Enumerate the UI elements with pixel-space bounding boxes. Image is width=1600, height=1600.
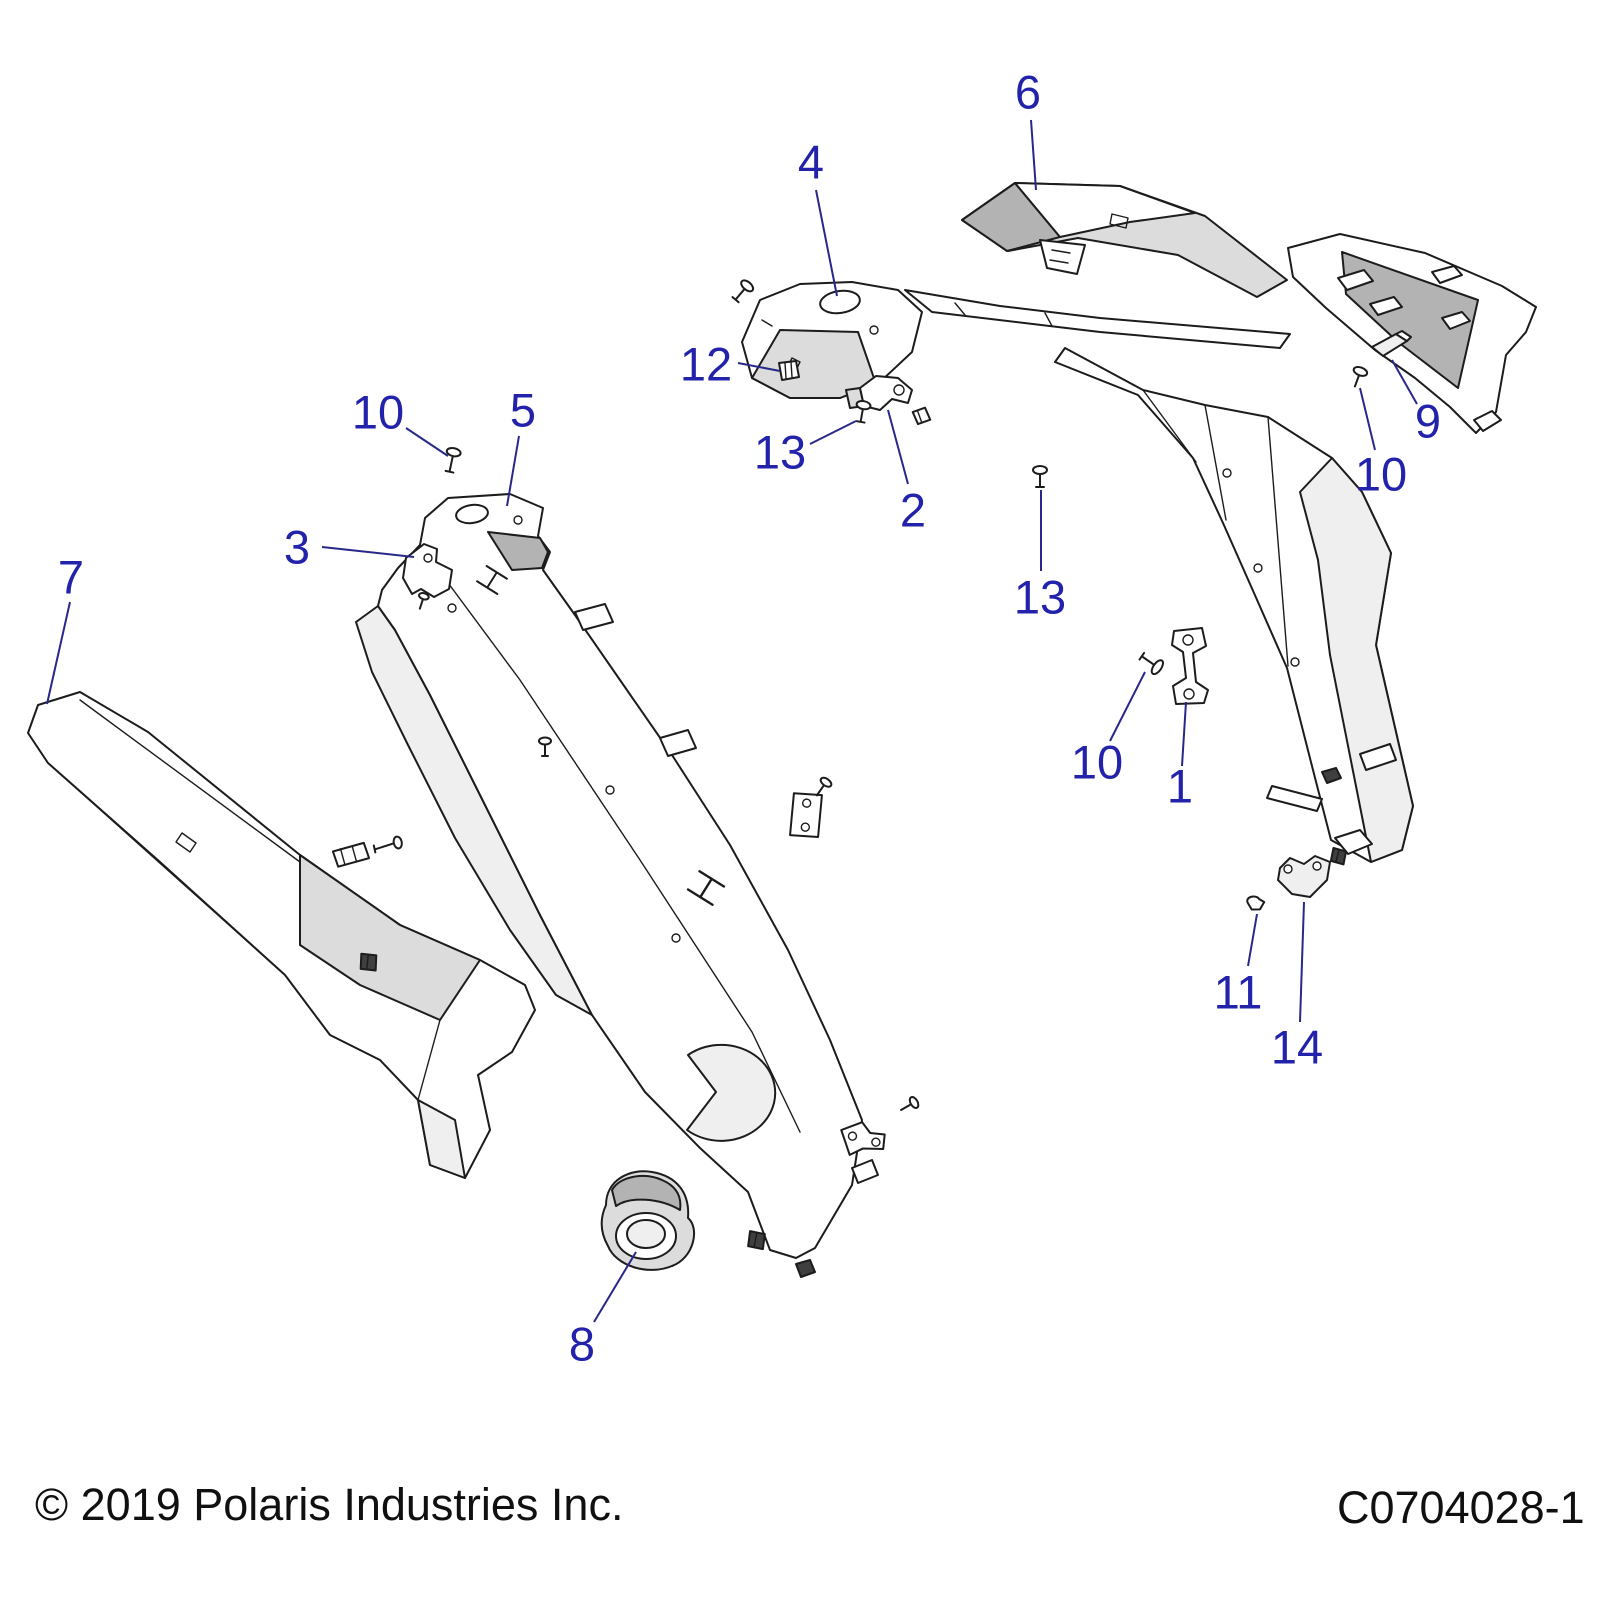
- callout-label-2: 2: [900, 484, 926, 537]
- callout-label-9: 9: [1415, 395, 1441, 448]
- screw-10-left: [444, 447, 462, 474]
- callout-leader-9: [1391, 359, 1418, 405]
- callout-leader-3: [321, 546, 415, 558]
- part-right-side-panel: [1287, 233, 1537, 434]
- callout-label-6: 6: [1015, 66, 1041, 119]
- callout-leader-10: [1359, 387, 1376, 451]
- screw-10-right: [1352, 365, 1369, 388]
- callout-label-7: 7: [58, 551, 84, 604]
- drawing-number: C0704028-1: [1337, 1482, 1585, 1533]
- callout-leader-10: [1109, 671, 1146, 742]
- screw-above-part-4: [731, 279, 755, 304]
- callout-label-1: 1: [1167, 760, 1193, 813]
- callout-leader-12: [737, 362, 781, 372]
- fasteners: [331, 279, 1369, 1251]
- callout-leader-2: [887, 409, 909, 485]
- callout-label-11: 11: [1214, 966, 1263, 1019]
- screw-bottom-right: [900, 1096, 920, 1111]
- clip-11: [1246, 895, 1266, 911]
- part-1-bracket: [1171, 627, 1209, 705]
- callout-label-4: 4: [798, 136, 824, 189]
- callout-leader-5: [506, 435, 520, 507]
- clip-bottom-center: [747, 1230, 766, 1251]
- copyright-text: © 2019 Polaris Industries Inc.: [35, 1479, 623, 1530]
- l-bracket-bottom: [840, 1121, 886, 1156]
- clip-part5-top: [418, 592, 430, 610]
- callout-label-13: 13: [1014, 571, 1066, 624]
- callout-leader-10: [405, 427, 449, 457]
- callout-label-10: 10: [1071, 736, 1123, 789]
- callout-leader-14: [1299, 901, 1305, 1023]
- part-5-center-fender-panel: [355, 493, 879, 1278]
- callout-label-5: 5: [510, 384, 536, 437]
- part-7-left-side-panel: [27, 691, 536, 1179]
- part-8-grommet: [600, 1170, 696, 1271]
- screw-mid: [815, 776, 833, 797]
- screw-10-middle: [1138, 651, 1165, 676]
- part-14-bracket: [1277, 855, 1331, 898]
- clip-near-bracket-14: [1329, 846, 1348, 866]
- callout-leader-4: [815, 189, 838, 297]
- pushpin-below-bracket-3: [538, 736, 552, 757]
- receiver-left-of-part-7: [331, 841, 371, 868]
- part-rear-fender-assembly: [904, 289, 1414, 863]
- callout-leader-6: [1030, 119, 1037, 191]
- clip-near-bracket-2: [911, 406, 932, 426]
- callout-label-8: 8: [569, 1318, 595, 1371]
- part-3-bracket: [402, 543, 453, 598]
- callout-label-12: 12: [680, 338, 732, 391]
- clip-below-part-7: [359, 952, 378, 972]
- callout-leader-1: [1181, 701, 1187, 767]
- part-6-rear-closeoff-panel: [961, 182, 1288, 298]
- part-9-spacer: [1371, 330, 1412, 357]
- callout-label-13: 13: [754, 426, 806, 479]
- callout-label-10: 10: [352, 386, 404, 439]
- rivet-13-left: [855, 400, 872, 424]
- callout-label-3: 3: [284, 521, 310, 574]
- bolt-left-of-part-7: [372, 835, 403, 854]
- callout-label-10: 10: [1355, 448, 1407, 501]
- callout-leader-13: [809, 420, 857, 445]
- rivet-13-right: [1032, 465, 1048, 488]
- callout-leader-7: [46, 601, 71, 705]
- clip-12: [778, 360, 800, 381]
- callout-leader-11: [1247, 913, 1258, 967]
- callout-label-14: 14: [1271, 1021, 1323, 1074]
- callout-leader-8: [593, 1251, 637, 1323]
- flat-bracket-mid: [789, 792, 823, 839]
